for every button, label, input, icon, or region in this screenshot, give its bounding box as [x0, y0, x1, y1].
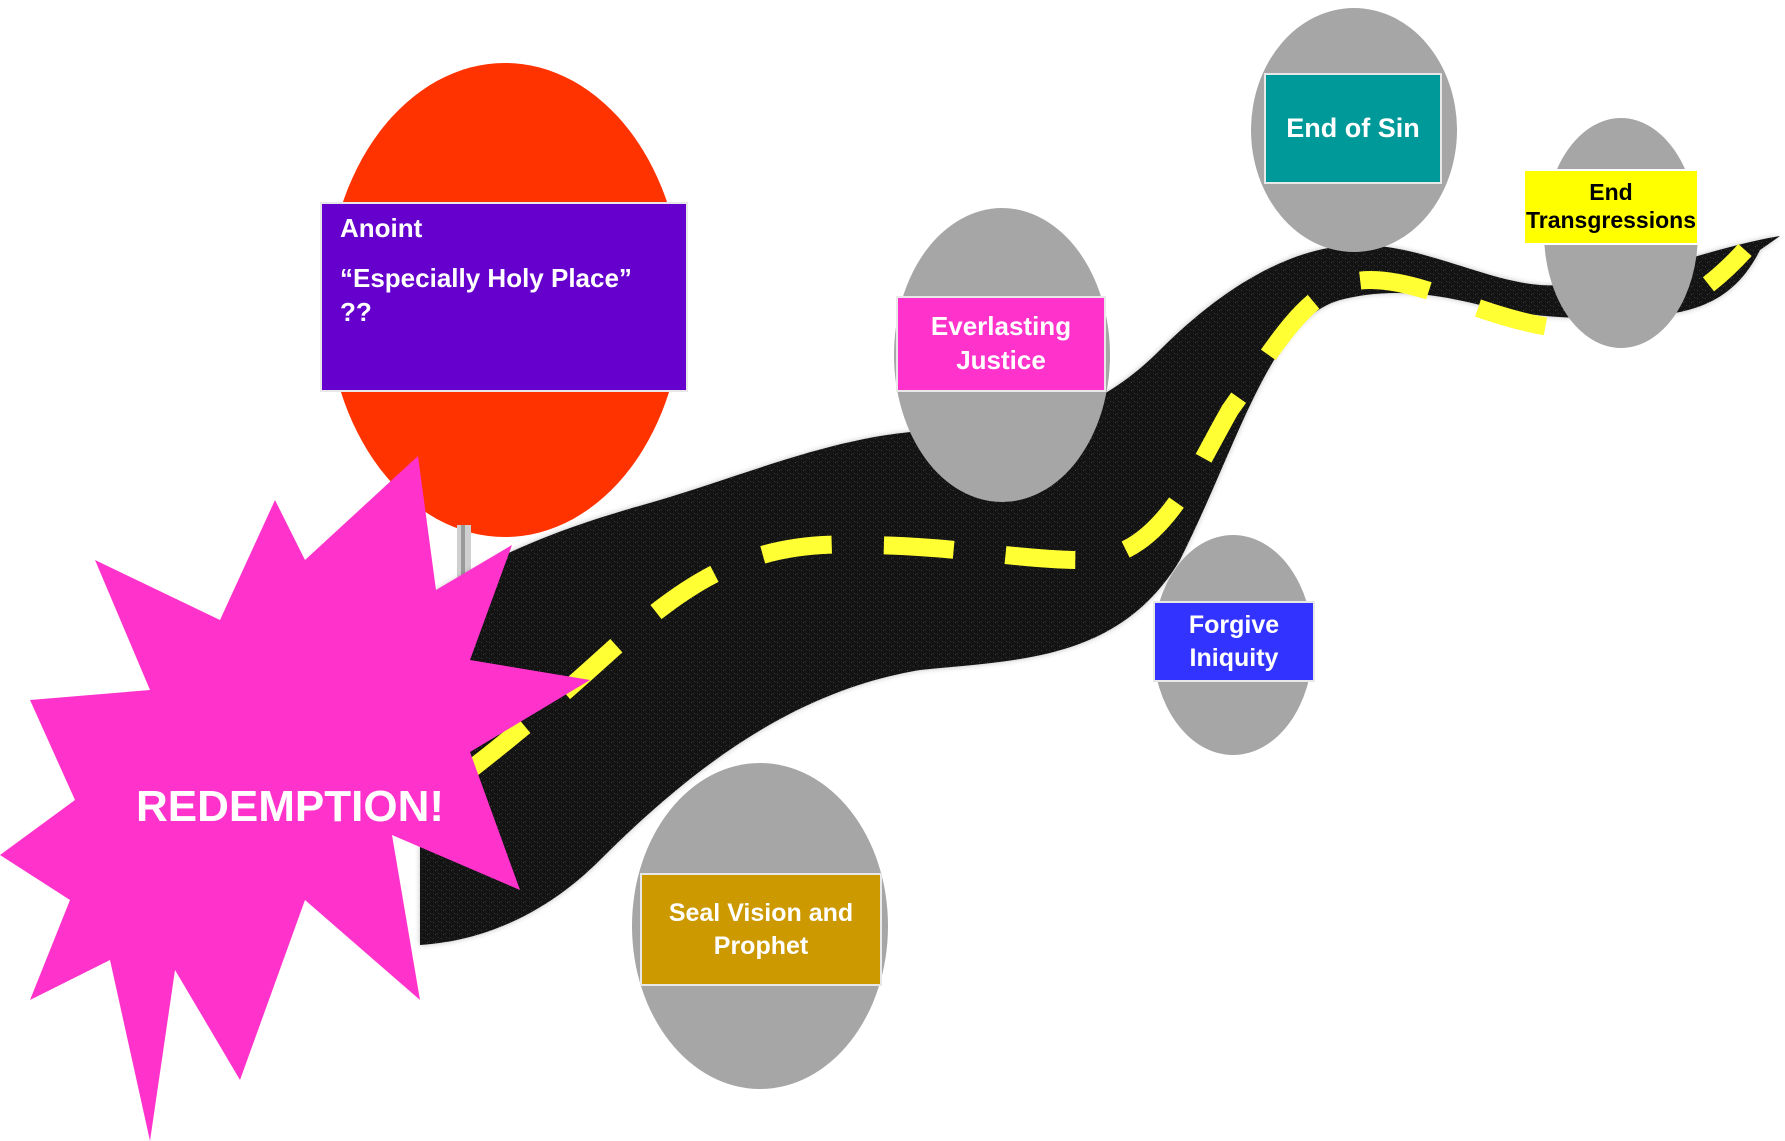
forgive-iniquity-line1: Forgive: [1188, 611, 1280, 639]
end-transgressions-label: End Transgressions: [1523, 169, 1699, 245]
anoint-subtitle: “Especially Holy Place” ??: [340, 262, 632, 327]
center-line: [464, 243, 1752, 778]
everlasting-justice-line2: Justice: [956, 345, 1046, 375]
end-transgressions-line1: End: [1589, 179, 1633, 206]
everlasting-justice-label: Everlasting Justice: [896, 296, 1106, 392]
road: [420, 236, 1780, 945]
forgive-iniquity-line2: Iniquity: [1189, 643, 1279, 672]
anoint-label: Anoint “Especially Holy Place” ??: [320, 202, 688, 392]
seal-vision-line2: Prophet: [713, 931, 809, 960]
redemption-text: REDEMPTION!: [136, 782, 444, 831]
end-of-sin-label: End of Sin: [1264, 73, 1442, 184]
seal-vision-label: Seal Vision and Prophet: [640, 873, 882, 986]
forgive-iniquity-label: Forgive Iniquity: [1153, 601, 1315, 682]
seal-vision-line1: Seal Vision and: [668, 899, 854, 927]
everlasting-justice-line1: Everlasting: [930, 311, 1072, 342]
anoint-title: Anoint: [340, 213, 423, 243]
end-of-sin-text: End of Sin: [1286, 112, 1420, 143]
redemption-burst: [0, 456, 590, 1141]
end-transgressions-line2: Transgressions: [1525, 207, 1697, 233]
